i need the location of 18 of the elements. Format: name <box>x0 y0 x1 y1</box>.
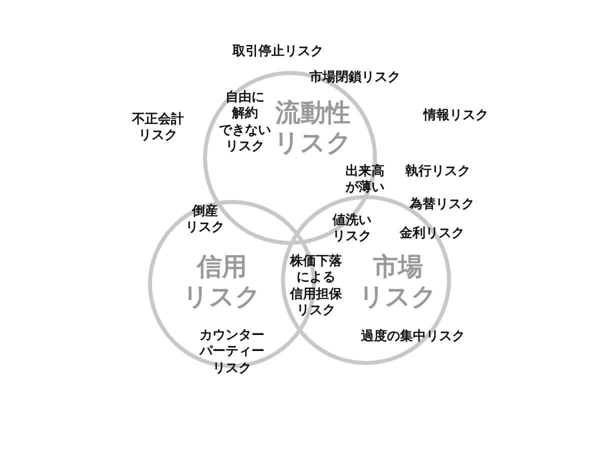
risk-label: カウンターパーティーリスク <box>200 328 264 377</box>
circle-heading: 流動性リスク <box>274 98 352 158</box>
risk-label: 自由に解約できないリスク <box>219 90 271 155</box>
risk-label: 金利リスク <box>400 226 464 242</box>
risk-label: 取引停止リスク <box>232 44 324 60</box>
risk-label: 出来高が薄い <box>346 164 384 196</box>
risk-label: 為替リスク <box>410 197 474 214</box>
risk-label: 執行リスク <box>406 164 470 180</box>
risk-label: 不正会計リスク <box>132 112 184 144</box>
venn-circle <box>281 195 451 365</box>
risk-label: 倒産リスク <box>186 204 224 236</box>
circle-heading: 信用リスク <box>183 252 261 312</box>
risk-label: 株価下落による信用担保リスク <box>290 254 342 319</box>
circle-heading: 市場リスク <box>359 252 437 312</box>
risk-label: 情報リスク <box>424 108 488 124</box>
risk-label: 市場閉鎖リスク <box>310 70 400 86</box>
risk-label: 値洗いリスク <box>332 213 372 246</box>
risk-label: 過度の集中リスク <box>361 329 465 346</box>
